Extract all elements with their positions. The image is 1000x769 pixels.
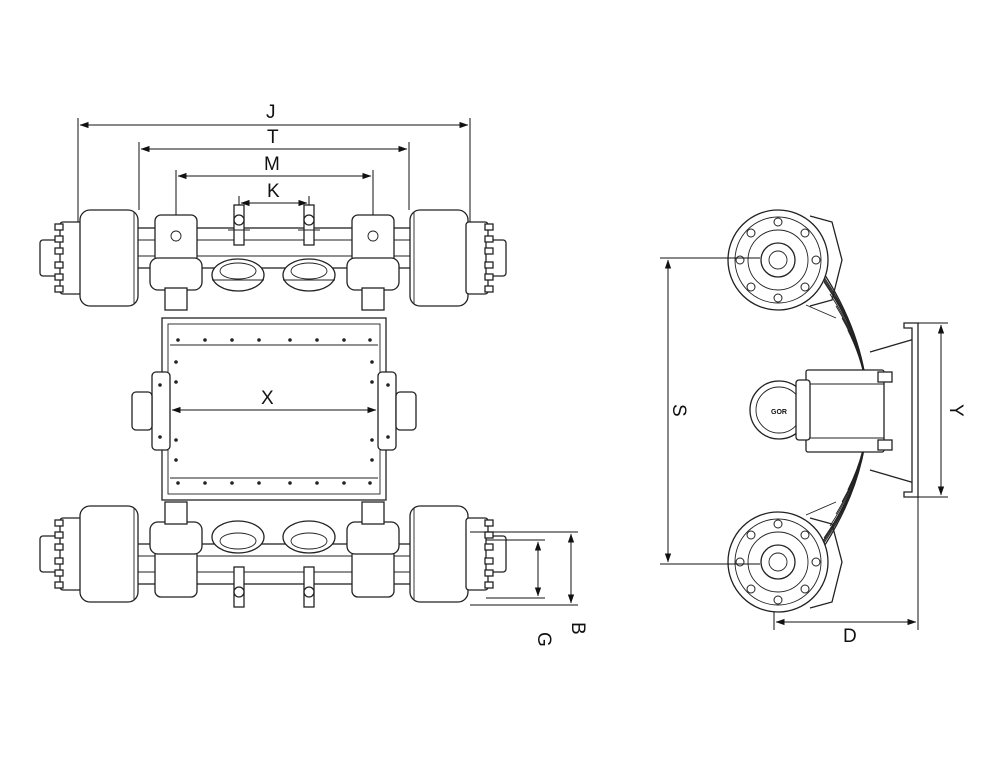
brake-chamber [282, 258, 336, 292]
wheel-nuts [484, 223, 494, 293]
trunnion-logo: GOR [771, 409, 787, 416]
top-view: J T M K X G B [39, 102, 588, 647]
spring-clamp [805, 337, 919, 485]
slack-adjuster [298, 204, 320, 246]
pivot-hub [131, 391, 153, 431]
lower-wheel-hub [727, 511, 843, 613]
mounting-bracket [903, 322, 919, 498]
side-view: GOR [660, 209, 966, 647]
brake-drum [79, 209, 139, 307]
bogie-frame [131, 317, 417, 501]
slack-adjuster [228, 204, 250, 246]
dimension-label-m: M [264, 154, 280, 175]
side-dimension-lines [660, 257, 948, 630]
dimension-label-d: D [843, 626, 857, 647]
dimension-labels-top-view: J T M K X G B [261, 102, 588, 647]
dimension-label-s: S [668, 404, 689, 417]
spring-seat-left [149, 214, 203, 311]
dimension-label-t: T [267, 127, 279, 148]
frame-rivets [158, 338, 390, 485]
spring-seat-right [346, 214, 400, 311]
dimension-label-y: Y [945, 404, 966, 417]
dimension-label-g: G [533, 632, 554, 647]
dimension-label-k: K [267, 181, 280, 202]
dimension-label-x: X [261, 388, 274, 409]
pivot-hub [395, 391, 417, 431]
dimension-label-j: J [266, 102, 276, 123]
lower-axle [39, 501, 507, 608]
dimension-label-b: B [567, 622, 588, 635]
hub-cap [39, 239, 63, 277]
upper-axle [39, 204, 507, 311]
brake-drum [409, 209, 469, 307]
wheel-nuts [54, 223, 64, 293]
dimension-lines [77, 118, 578, 606]
dimension-labels-side-view: S Y D [668, 404, 966, 647]
trunnion-hub: GOR [749, 379, 811, 441]
upper-wheel-hub [727, 209, 843, 311]
hub-cap [485, 239, 507, 277]
brake-chamber [211, 258, 265, 292]
